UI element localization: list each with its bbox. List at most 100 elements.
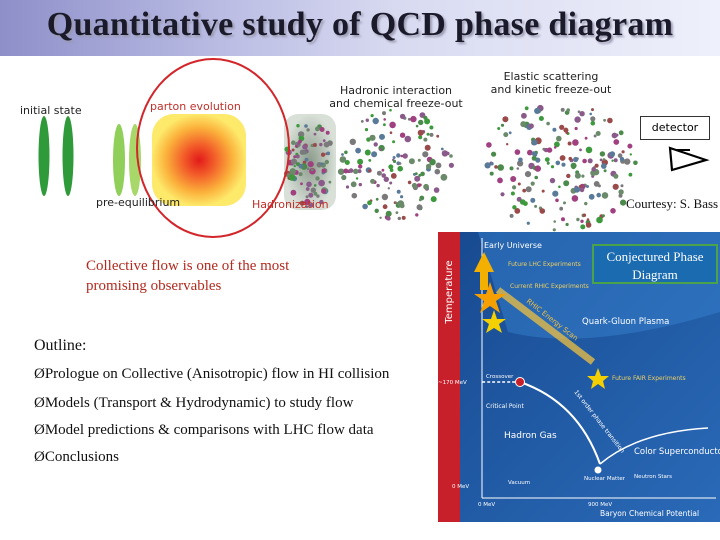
particle-dot bbox=[574, 126, 578, 131]
particle-dot bbox=[534, 165, 541, 172]
particle-dot bbox=[449, 154, 453, 158]
particle-dot bbox=[362, 203, 368, 210]
particle-dot bbox=[376, 183, 380, 188]
detector-icon bbox=[668, 146, 710, 172]
particle-dot bbox=[411, 182, 418, 189]
particle-dot bbox=[500, 123, 505, 127]
particle-dot bbox=[322, 139, 326, 142]
particle-dot bbox=[309, 167, 316, 175]
particle-dot bbox=[370, 178, 376, 184]
particle-dot bbox=[579, 187, 585, 193]
particle-dot bbox=[397, 165, 404, 172]
particle-dot bbox=[522, 188, 527, 193]
particle-dot bbox=[398, 162, 402, 165]
particle-dot bbox=[607, 117, 613, 124]
particle-dot bbox=[553, 220, 556, 223]
particle-dot bbox=[531, 155, 537, 161]
particle-dot bbox=[573, 156, 579, 163]
particle-dot bbox=[350, 181, 357, 188]
superconductor-boundary bbox=[599, 427, 709, 465]
particle-dot bbox=[364, 128, 369, 132]
freeze-out-dots bbox=[484, 104, 638, 232]
particle-dot bbox=[341, 174, 347, 181]
particle-dot bbox=[414, 175, 421, 182]
particle-dot bbox=[440, 147, 444, 151]
particle-dot bbox=[609, 151, 616, 157]
particle-dot bbox=[429, 158, 436, 166]
particle-dot bbox=[415, 124, 419, 128]
particle-dot bbox=[546, 147, 553, 153]
particle-dot bbox=[618, 189, 624, 195]
particle-dot bbox=[372, 117, 379, 125]
particle-dot bbox=[526, 221, 530, 225]
particle-dot bbox=[344, 160, 350, 165]
particle-dot bbox=[506, 143, 509, 146]
particle-dot bbox=[293, 164, 296, 168]
particle-dot bbox=[599, 151, 606, 157]
particle-dot bbox=[494, 165, 498, 169]
particle-dot bbox=[603, 118, 606, 122]
particle-dot bbox=[448, 162, 454, 168]
particle-dot bbox=[387, 187, 390, 190]
particle-dot bbox=[422, 151, 429, 158]
particle-dot bbox=[559, 155, 566, 161]
particle-dot bbox=[534, 204, 538, 208]
particle-dot bbox=[399, 113, 406, 120]
particle-dot bbox=[424, 144, 431, 151]
tick-mu0: 0 MeV bbox=[478, 502, 495, 508]
particle-dot bbox=[410, 115, 417, 123]
particle-dot bbox=[304, 124, 308, 128]
particle-dot bbox=[312, 143, 317, 147]
particle-dot bbox=[358, 182, 362, 187]
particle-dot bbox=[319, 127, 325, 132]
particle-dot bbox=[392, 140, 396, 144]
particle-dot bbox=[517, 160, 524, 167]
particle-dot bbox=[397, 200, 405, 208]
particle-dot bbox=[434, 168, 441, 175]
particle-dot bbox=[602, 158, 606, 161]
particle-dot bbox=[613, 158, 618, 163]
particle-dot bbox=[370, 114, 374, 118]
particle-dot bbox=[392, 156, 396, 159]
particle-dot bbox=[603, 169, 607, 173]
particle-dot bbox=[407, 117, 411, 121]
particle-dot bbox=[378, 144, 385, 152]
label-early-universe: Early Universe bbox=[484, 241, 542, 250]
particle-dot bbox=[509, 213, 514, 218]
particle-dot bbox=[619, 156, 625, 162]
particle-dot bbox=[578, 185, 582, 188]
particle-dot bbox=[617, 153, 623, 158]
particle-dot bbox=[508, 131, 512, 135]
particle-dot bbox=[591, 108, 594, 112]
particle-dot bbox=[581, 174, 585, 178]
tick-t170: ~170 MeV bbox=[438, 380, 467, 386]
particle-dot bbox=[524, 106, 529, 111]
particle-dot bbox=[566, 108, 570, 112]
particle-dot bbox=[580, 224, 586, 230]
particle-dot bbox=[576, 217, 580, 222]
particle-dot bbox=[567, 141, 572, 146]
particle-dot bbox=[579, 148, 582, 152]
particle-dot bbox=[309, 202, 314, 208]
nucleus-left bbox=[38, 116, 50, 196]
particle-dot bbox=[554, 141, 560, 148]
particle-dot bbox=[382, 204, 388, 210]
particle-dot bbox=[514, 208, 521, 214]
particle-dot bbox=[593, 181, 600, 187]
particle-dot bbox=[544, 157, 550, 162]
particle-dot bbox=[565, 131, 569, 135]
slide-title: Quantitative study of QCD phase diagram bbox=[46, 6, 674, 43]
particle-dot bbox=[389, 108, 392, 112]
early-universe-arrow bbox=[474, 252, 494, 290]
particle-dot bbox=[502, 116, 509, 123]
particle-dot bbox=[596, 216, 603, 224]
particle-dot bbox=[345, 185, 350, 189]
particle-dot bbox=[299, 200, 305, 206]
particle-dot bbox=[593, 134, 597, 138]
particle-dot bbox=[425, 163, 432, 170]
particle-dot bbox=[440, 173, 448, 181]
particle-dot bbox=[570, 162, 577, 169]
particle-dot bbox=[563, 201, 566, 205]
particle-dot bbox=[594, 163, 599, 168]
particle-dot bbox=[525, 186, 532, 193]
